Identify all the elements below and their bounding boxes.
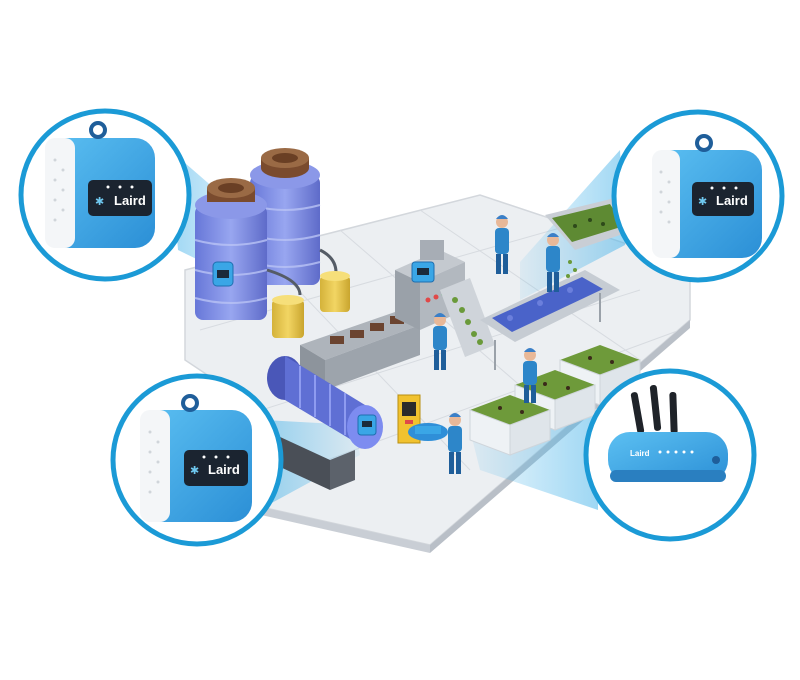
svg-text:✱: ✱	[190, 464, 199, 477]
sensor-icon: Laird ✱	[140, 394, 252, 522]
yellow-vats	[272, 271, 350, 338]
callout-sensor-top-right: Laird ✱	[611, 109, 785, 283]
produce-bins	[469, 345, 641, 456]
sensor-icon: Laird ✱	[652, 134, 762, 258]
callout-sensor-bottom-left: Laird ✱	[110, 373, 284, 547]
gateway-icon: Laird	[608, 385, 728, 482]
sensor-brand-text: Laird	[208, 462, 240, 477]
workers	[433, 215, 560, 474]
storage-tanks	[194, 148, 338, 320]
sorting-conveyor	[440, 198, 635, 370]
control-station	[397, 394, 448, 444]
svg-text:✱: ✱	[95, 195, 104, 208]
gateway-brand-text: Laird	[630, 449, 650, 458]
sensor-icon: Laird ✱	[45, 121, 155, 248]
callout-gateway-bottom-right: Laird	[583, 368, 757, 542]
svg-text:✱: ✱	[698, 195, 707, 208]
sensor-brand-text: Laird	[114, 193, 146, 208]
sensor-brand-text: Laird	[716, 193, 748, 208]
callout-sensor-top-left: Laird ✱	[18, 108, 192, 282]
